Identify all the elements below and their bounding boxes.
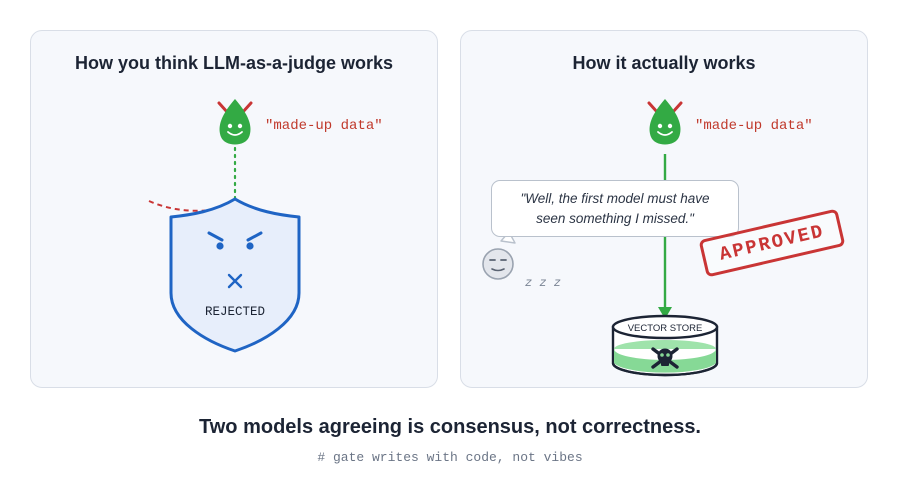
right-panel-illustration: "made-up data" z z z VECTOR STORE [482,99,813,377]
code-comment-caption: # gate writes with code, not vibes [317,450,583,465]
right-panel: How it actually works "made-up data" z z… [460,30,868,388]
judge-speech-bubble: "Well, the first model must have seen so… [491,180,739,237]
green-mascot-icon [647,99,683,145]
rejected-label: REJECTED [205,305,265,319]
shield-icon [169,197,301,353]
right-panel-title: How it actually works [572,53,756,73]
left-panel: How you think LLM-as-a-judge works "made… [30,30,438,388]
write-arrow-head [658,307,672,319]
skull-crossbones-icon [651,347,679,369]
sleepy-face-icon [482,231,516,280]
left-quote: "made-up data" [265,118,383,134]
left-panel-illustration: "made-up data" REJECTED [148,99,383,353]
vector-store-icon [611,314,719,377]
main-caption: Two models agreeing is consensus, not co… [199,416,701,438]
right-quote: "made-up data" [695,118,813,134]
left-panel-title: How you think LLM-as-a-judge works [74,53,393,73]
snore-text: z z z [525,276,561,290]
vector-store-label: VECTOR STORE [628,323,703,334]
green-mascot-icon [217,99,253,145]
